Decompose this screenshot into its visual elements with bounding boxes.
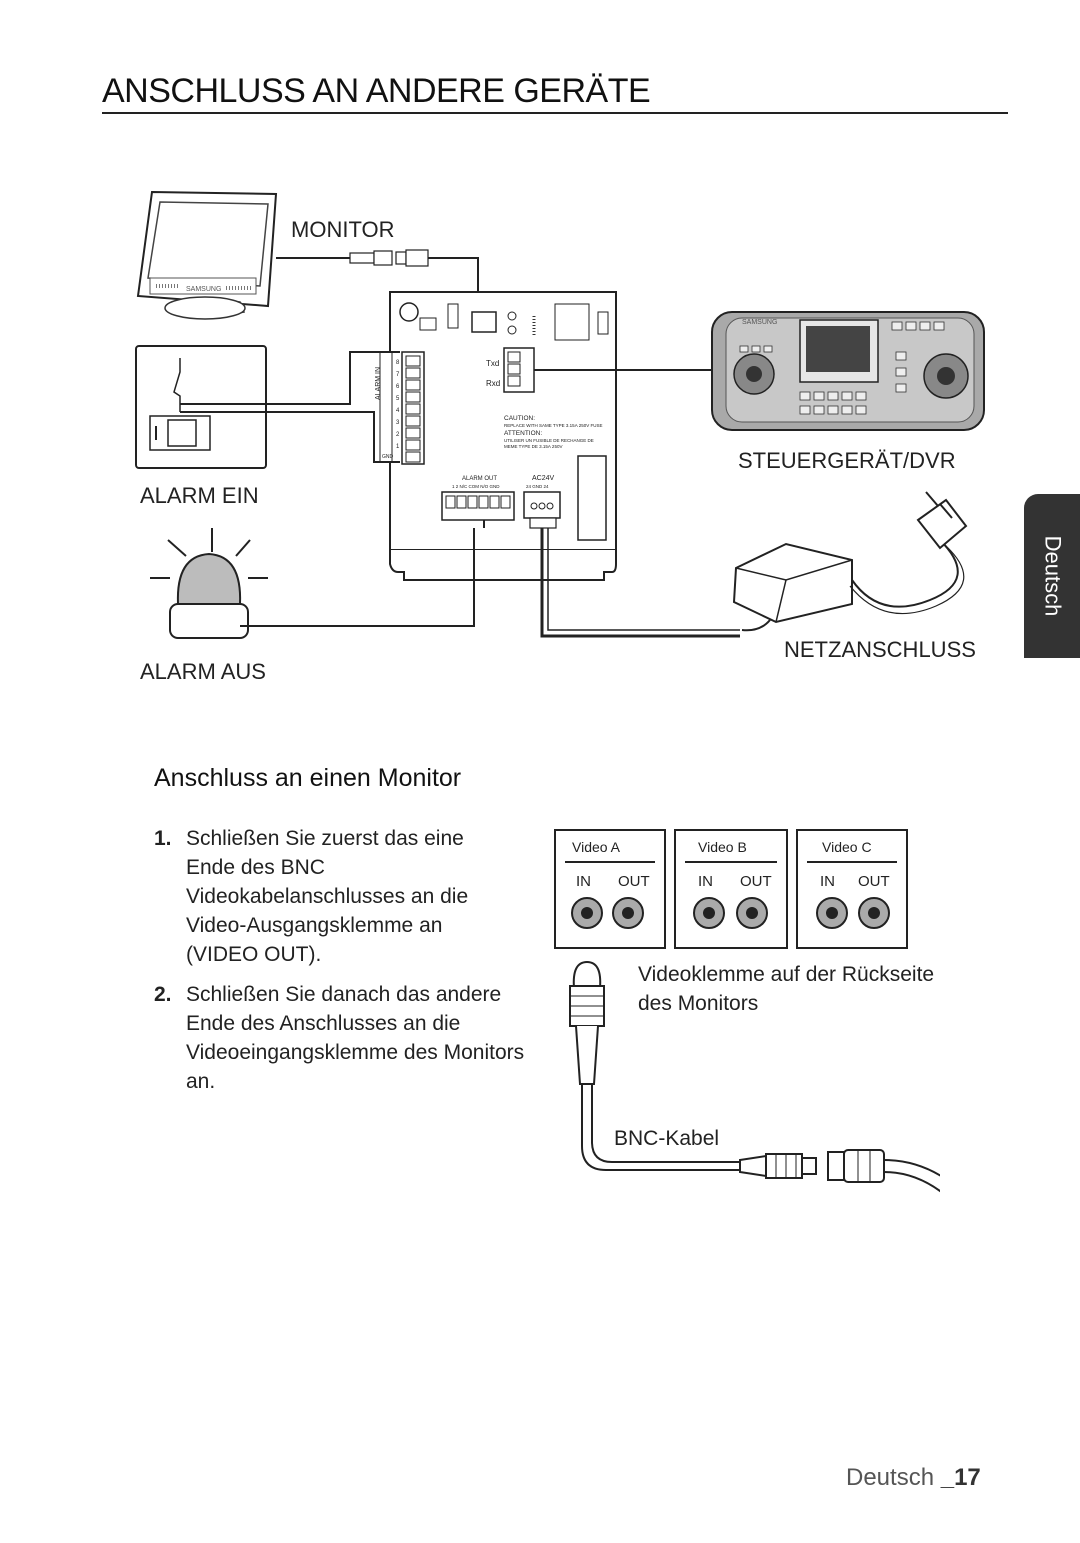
section-heading: Anschluss an einen Monitor [154,764,462,792]
step-number: 2. [154,983,172,1006]
svg-text:Video B: Video B [698,839,747,855]
svg-text:ALARM OUT: ALARM OUT [462,476,497,482]
svg-text:IN: IN [576,873,591,890]
video-panel-b: Video B IN OUT [674,829,788,949]
bnc-connector-icon [569,960,605,1085]
svg-text:Video A: Video A [572,839,621,855]
svg-text:NETZANSCHLUSS: NETZANSCHLUSS [784,637,976,662]
svg-text:ALARM IN: ALARM IN [375,367,382,400]
connection-diagram: SAMSUNG MONITOR ALARM IN [135,190,985,684]
svg-text:IN: IN [698,873,713,890]
page-footer: Deutsch _17 [846,1464,981,1492]
svg-text:Txd: Txd [486,359,499,368]
svg-text:REPLACE WITH SAME TYPE 3.15A 2: REPLACE WITH SAME TYPE 3.15A 250V FUSE [504,423,602,428]
alarm-in-pin-label: 4 [396,408,400,414]
svg-text:UTILISER UN FUSIBLE DE RECHANG: UTILISER UN FUSIBLE DE RECHANGE DE [504,438,594,443]
svg-text:Rxd: Rxd [486,379,500,388]
monitor-illustration: SAMSUNG [136,190,278,320]
svg-text:STEUERGERÄT/DVR: STEUERGERÄT/DVR [738,448,956,473]
step-1: 1. Schließen Sie zuerst das eine Ende de… [154,824,514,969]
svg-text:ALARM AUS: ALARM AUS [140,659,266,684]
alarm-out-beacon-icon [150,528,268,639]
svg-text:AC24V: AC24V [532,475,555,482]
gnd-label: GND [382,454,394,460]
controller-keyboard: SAMSUNG [711,311,985,431]
video-terminal-caption: Videoklemme auf der Rückseite des Monito… [638,963,935,1015]
svg-text:ATTENTION:: ATTENTION: [504,430,542,437]
alarm-in-pin-label: 1 [396,444,400,450]
alarm-in-pin-label: 6 [396,384,400,390]
title-divider [102,112,1008,114]
svg-text:OUT: OUT [858,873,890,890]
step-number: 1. [154,827,172,850]
alarm-in-pin-label: 7 [396,372,400,378]
bnc-cable-end [739,1149,940,1193]
footer-language: Deutsch [846,1464,935,1491]
video-panel-a: Video A IN OUT [554,829,666,949]
step-text: Schließen Sie danach das andere Ende des… [186,983,525,1093]
camera-base-board: ALARM IN Txd Rxd CAUTION: REPLACE WITH S… [375,291,617,581]
language-side-tab[interactable] [1024,494,1080,658]
svg-text:OUT: OUT [618,873,650,890]
alarm-in-pin-label: 2 [396,432,400,438]
svg-text:MONITOR: MONITOR [291,217,394,242]
svg-text:MEME TYPE DE 3.15A 250V: MEME TYPE DE 3.15A 250V [504,444,562,449]
step-text: Schließen Sie zuerst das eine Ende des B… [186,827,469,966]
svg-text:OUT: OUT [740,873,772,890]
svg-text:SAMSUNG: SAMSUNG [742,319,777,326]
bnc-cable-label: BNC-Kabel [614,1127,720,1150]
footer-page-number: _17 [940,1464,981,1491]
svg-text:SAMSUNG: SAMSUNG [186,286,221,293]
svg-text:Video C: Video C [822,839,872,855]
video-terminal-diagram: Video A IN OUT Video B IN OUT Video C IN… [554,829,940,1193]
step-2: 2. Schließen Sie danach das andere Ende … [154,980,534,1096]
alarm-in-pin-label: 3 [396,420,400,426]
alarm-in-pin-label: 5 [396,396,400,402]
alarm-in-sensor [135,345,267,469]
svg-text:CAUTION:: CAUTION: [504,415,535,422]
svg-text:1 2 N/C COM N/O GND: 1 2 N/C COM N/O GND [452,484,500,489]
power-adapter [732,491,968,632]
alarm-in-pin-label: 8 [396,360,400,366]
svg-text:ALARM EIN: ALARM EIN [140,483,259,508]
svg-text:24 GND 24: 24 GND 24 [526,484,549,489]
svg-text:IN: IN [820,873,835,890]
video-panel-c: Video C IN OUT [796,829,908,949]
page-title: ANSCHLUSS AN ANDERE GERÄTE [102,72,651,110]
